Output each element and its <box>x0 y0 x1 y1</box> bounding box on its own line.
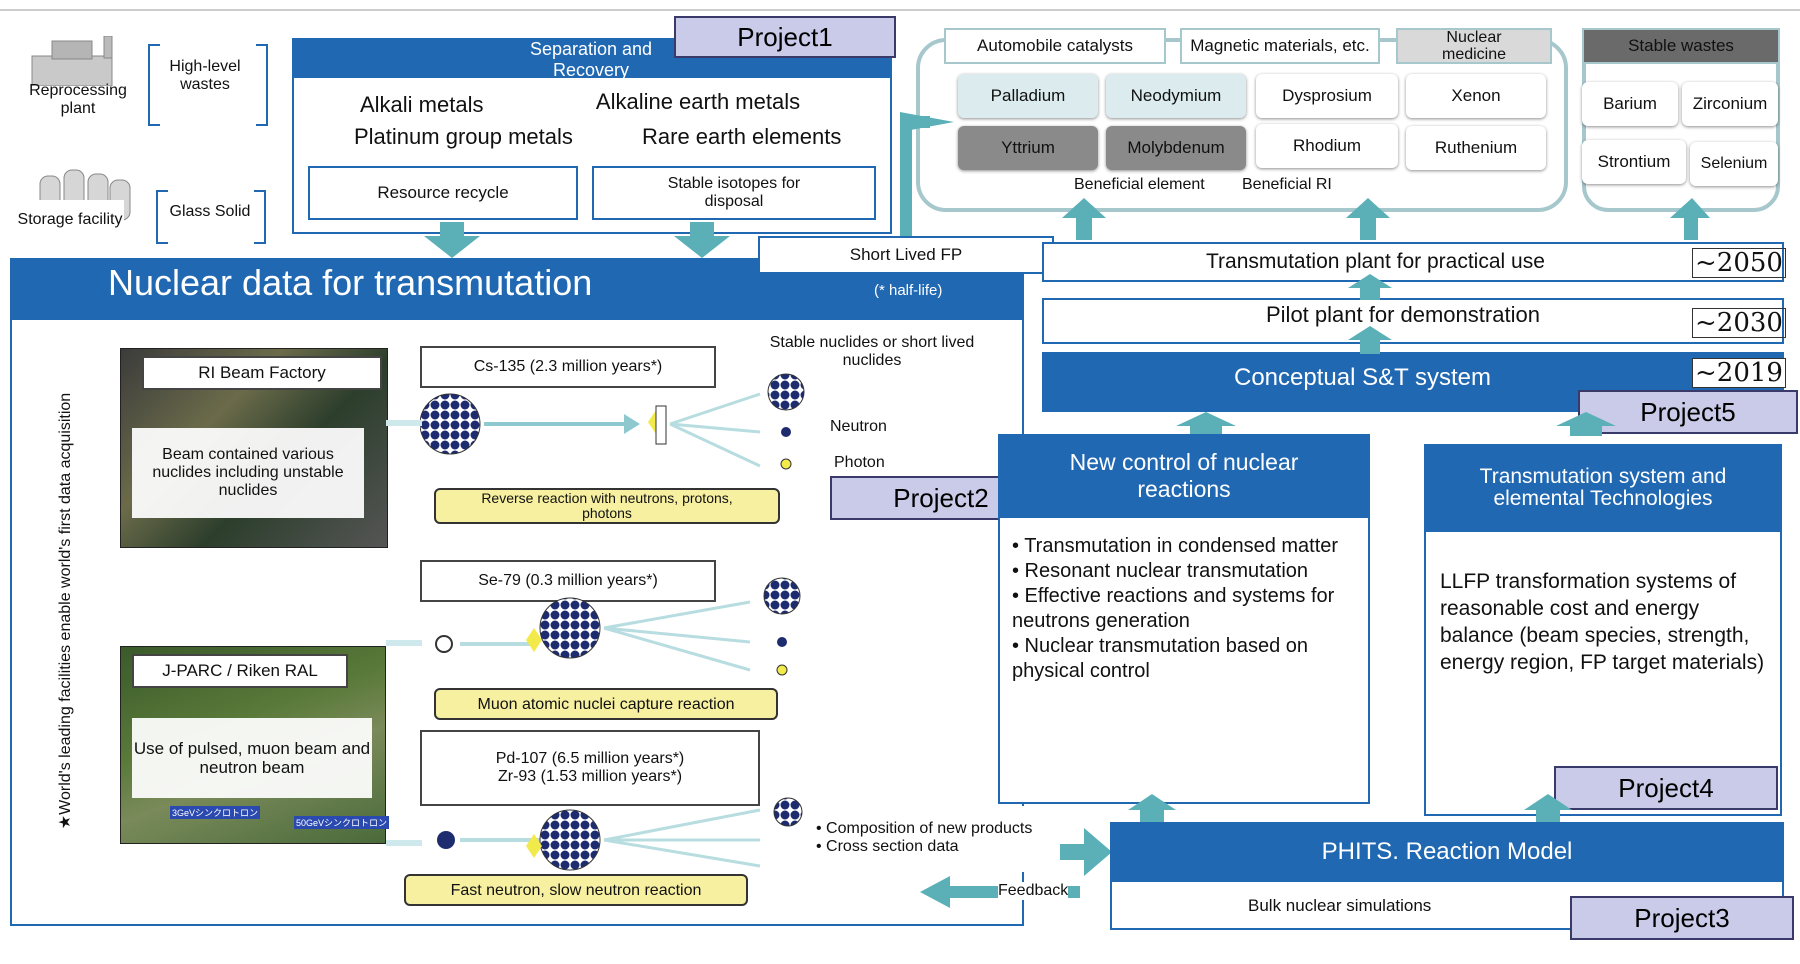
reaction-diagrams <box>420 373 805 871</box>
element-ruthenium: Ruthenium <box>1406 126 1546 170</box>
platinum-group-metals: Platinum group metals <box>354 124 573 149</box>
control-bullet-2: • Resonant nuclear transmutation <box>1012 560 1309 582</box>
conceptual-year: ~2019 <box>1692 358 1786 388</box>
pilot-plant-label: Pilot plant for demonstration <box>1266 302 1540 327</box>
automobile-catalysts: Automobile catalysts <box>944 28 1166 64</box>
practical-plant-box <box>1042 242 1784 282</box>
composition-item: • Composition of new products <box>816 820 1033 837</box>
bracket-glass-right <box>254 190 266 244</box>
element-dysprosium: Dysprosium <box>1256 74 1398 118</box>
ladder-arrows <box>1348 274 1392 354</box>
element-strontium: Strontium <box>1582 140 1686 184</box>
beneficial-element-label: Beneficial element <box>1074 176 1205 193</box>
arrow-into-phits <box>1060 828 1112 876</box>
element-rhodium: Rhodium <box>1256 124 1398 168</box>
bracket-hlw <box>148 44 160 126</box>
element-yttrium: Yttrium <box>958 126 1098 170</box>
neutron-label: Neutron <box>830 418 887 435</box>
element-zirconium: Zirconium <box>1682 82 1778 126</box>
reprocessing-plant-icon <box>22 35 130 87</box>
system-desc: LLFP transformation systems of reasonabl… <box>1440 570 1765 674</box>
fast-slow-neutron-label: Fast neutron, slow neutron reaction <box>404 874 748 906</box>
practical-plant-label: Transmutation plant for practical use <box>1206 250 1545 273</box>
project3-tag: Project3 <box>1570 896 1794 940</box>
alkaline-earth-metals: Alkaline earth metals <box>540 86 856 118</box>
arrows-to-conceptual <box>1176 412 1616 436</box>
control-bullet-3: • Effective reactions and systems for ne… <box>1012 585 1335 632</box>
world-leading-vertical: ★World's leading facilities enable world… <box>0 393 310 829</box>
pilot-plant-box <box>1042 298 1784 344</box>
ri-beam-desc: Beam contained various nuclides includin… <box>132 428 364 518</box>
feedback-label: Feedback <box>998 882 1069 900</box>
project4-tag: Project4 <box>1554 766 1778 810</box>
muon-capture-label: Muon atomic nuclei capture reaction <box>434 688 778 720</box>
stable-wastes-header: Stable wastes <box>1582 28 1780 64</box>
cs135-callout: Cs-135 (2.3 million years*) <box>420 346 716 388</box>
cross-section-item: • Cross section data <box>816 838 959 855</box>
control-bullet-1: • Transmutation in condensed matter <box>1012 535 1339 557</box>
phits-title: PHITS. Reaction Model <box>1110 822 1784 882</box>
element-palladium: Palladium <box>958 74 1098 118</box>
practical-year: ~2050 <box>1692 248 1786 278</box>
control-bullets: • Transmutation in condensed matter • Re… <box>1012 534 1366 684</box>
arrows-from-photos <box>386 420 422 846</box>
project5-tag: Project5 <box>1578 390 1798 434</box>
glass-solid-label: Glass Solid <box>169 203 251 220</box>
half-life-note: (* half-life) <box>874 282 943 299</box>
jparc-label: J-PARC / Riken RAL <box>132 654 348 688</box>
alkali-metals: Alkali metals <box>360 92 484 117</box>
high-level-wastes-label: High-level wastes <box>169 58 241 93</box>
element-selenium: Selenium <box>1690 142 1778 186</box>
arrows-separation-down <box>424 222 730 258</box>
zr93-label: Zr-93 (1.53 million years*) <box>497 768 683 785</box>
element-xenon: Xenon <box>1406 74 1546 118</box>
element-neodymium: Neodymium <box>1106 74 1246 118</box>
separation-title: Separation and Recovery <box>529 39 653 80</box>
composition-box: • Composition of new products • Cross se… <box>810 806 1060 872</box>
project1-tag: Project1 <box>674 16 896 58</box>
magnetic-materials: Magnetic materials, etc. <box>1180 28 1380 64</box>
pilot-year: ~2030 <box>1692 308 1786 338</box>
resource-recycle-box: Resource recycle <box>308 166 578 220</box>
photon-label: Photon <box>834 454 885 471</box>
pd107-zr93-callout: Pd-107 (6.5 million years*) Zr-93 (1.53 … <box>420 730 760 806</box>
world-leading-text: ★World's leading facilities enable world… <box>57 392 74 830</box>
storage-facility-label: Storage facility <box>16 200 124 240</box>
reverse-reaction-label: Reverse reaction with neutrons, protons,… <box>434 488 780 524</box>
arrows-to-phits <box>1128 794 1572 824</box>
pd107-label: Pd-107 (6.5 million years*) <box>495 750 685 767</box>
beneficial-ri-label: Beneficial RI <box>1242 176 1332 193</box>
bracket-glass <box>156 190 168 244</box>
reprocessing-plant-label: Reprocessing plant <box>29 82 127 117</box>
top-rule <box>0 9 1800 11</box>
arrows-up-elements <box>900 112 1710 240</box>
element-molybdenum: Molybdenum <box>1106 126 1246 170</box>
jparc-photo-caption-2: 50GeVシンクロトロン <box>294 816 390 829</box>
phits-bulk-label: Bulk nuclear simulations <box>1248 896 1432 915</box>
conceptual-label: Conceptual S&T system <box>1234 364 1492 391</box>
nuclear-data-title: Nuclear data for transmutation <box>108 262 593 303</box>
element-barium: Barium <box>1582 82 1678 126</box>
jparc-desc: Use of pulsed, muon beam and neutron bea… <box>132 718 372 798</box>
control-title: New control of nuclear reactions <box>998 434 1370 518</box>
rare-earth-elements: Rare earth elements <box>642 124 842 149</box>
nuclear-medicine: Nuclear medicine <box>1396 28 1552 64</box>
system-title: Transmutation system and elemental Techn… <box>1424 444 1782 532</box>
bracket-hlw-right <box>256 44 268 126</box>
short-lived-fp: Short Lived FP <box>758 236 1054 274</box>
stable-isotopes-box: Stable isotopes for disposal <box>592 166 876 220</box>
jparc-photo-caption-1: 3GeVシンクロトロン <box>170 806 261 819</box>
ri-beam-factory-label: RI Beam Factory <box>142 356 382 390</box>
stable-nuclides-label: Stable nuclides or short lived nuclides <box>769 334 975 369</box>
control-bullet-4: • Nuclear transmutation based on physica… <box>1012 635 1309 682</box>
